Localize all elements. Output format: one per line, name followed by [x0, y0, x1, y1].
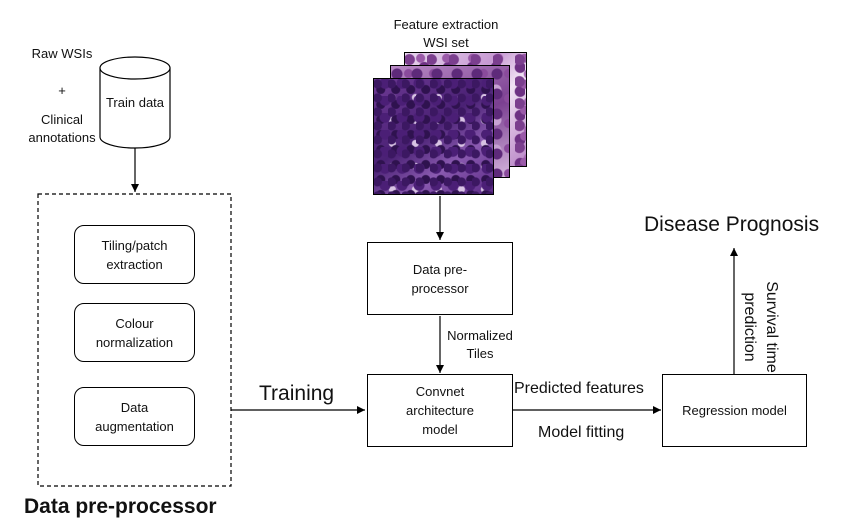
tiling-patch-extraction-box: Tiling/patch extraction: [74, 225, 195, 284]
colour-normalization-box: Colour normalization: [74, 303, 195, 362]
colour-label: Colour normalization: [95, 315, 174, 350]
regression-label: Regression model: [682, 403, 787, 418]
preprocessor-group-border: [37, 193, 232, 487]
training-label: Training: [259, 382, 335, 405]
data-augmentation-box: Data augmentation: [74, 387, 195, 446]
wsi-set-label: Feature extraction WSI set: [393, 17, 499, 50]
clinical-annotations-label: Clinical annotations: [28, 112, 96, 145]
survival-time-label: Survival time prediction: [741, 281, 780, 373]
train-data-label: Train data: [105, 95, 165, 110]
regression-model-box: Regression model: [662, 374, 807, 447]
preprocessor-group-title: Data pre-processor: [24, 495, 217, 518]
predicted-features-label: Predicted features: [514, 380, 644, 397]
data-preprocessor-label: Data pre- processor: [411, 261, 469, 296]
train-data-database-icon: [99, 56, 171, 149]
disease-prognosis-title: Disease Prognosis: [644, 213, 820, 236]
wsi-tile-front: [373, 78, 494, 195]
augmentation-label: Data augmentation: [95, 399, 174, 434]
model-fitting-label: Model fitting: [538, 424, 625, 441]
convnet-box: Convnet architecture model: [367, 374, 513, 447]
tiling-label: Tiling/patch extraction: [101, 237, 168, 272]
convnet-label: Convnet architecture model: [406, 384, 474, 437]
data-preprocessor-box: Data pre- processor: [367, 242, 513, 315]
raw-wsis-label: Raw WSIs: [31, 46, 93, 61]
normalized-tiles-label: Normalized Tiles: [447, 328, 513, 361]
plus-sign: +: [58, 83, 66, 98]
